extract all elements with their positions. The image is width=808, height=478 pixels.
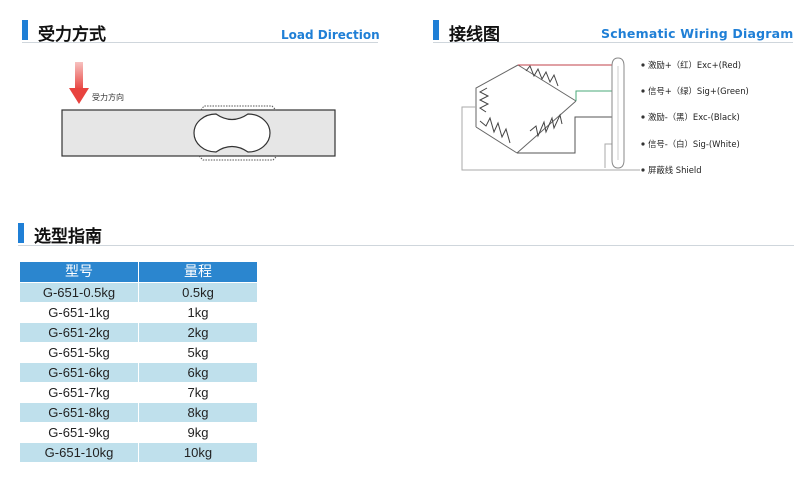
cell-capacity: 7kg [138, 382, 258, 403]
wire-label-sig-minus: 信号-（白）Sig-(White) [648, 139, 740, 149]
cell-model: G-651-10kg [19, 442, 139, 463]
wire-label-exc-plus: 激励+（红）Exc+(Red) [648, 60, 741, 70]
wiring-schematic: 激励+（红）Exc+(Red) 信号+（绿）Sig+(Green) 激励-（黑）… [461, 57, 749, 175]
section-divider [18, 245, 794, 246]
table-row: G-651-8kg 8kg [19, 402, 258, 423]
cell-model: G-651-2kg [19, 322, 139, 343]
cell-model: G-651-9kg [19, 422, 139, 443]
cell-capacity: 8kg [138, 402, 258, 423]
wire-leads [461, 64, 640, 171]
table-row: G-651-6kg 6kg [19, 362, 258, 383]
selection-table: 型号 量程 G-651-0.5kg 0.5kg G-651-1kg 1kg G-… [19, 261, 258, 463]
cell-capacity: 5kg [138, 342, 258, 363]
selection-guide-title: 选型指南 [34, 227, 102, 247]
force-arrow-icon [69, 62, 89, 104]
wheatstone-bridge [475, 64, 577, 154]
table-row: G-651-1kg 1kg [19, 302, 258, 323]
cell-capacity: 9kg [138, 422, 258, 443]
table-row: G-651-9kg 9kg [19, 422, 258, 443]
table-row: G-651-10kg 10kg [19, 442, 258, 463]
cell-capacity: 1kg [138, 302, 258, 323]
wire-terminal-dots [641, 63, 645, 172]
cell-model: G-651-8kg [19, 402, 139, 423]
load-cell-body [61, 105, 336, 161]
cell-capacity: 2kg [138, 322, 258, 343]
section-divider [433, 42, 793, 43]
cell-capacity: 0.5kg [138, 282, 258, 303]
header-capacity: 量程 [138, 261, 258, 283]
section-marker [18, 223, 24, 243]
wire-labels: 激励+（红）Exc+(Red) 信号+（绿）Sig+(Green) 激励-（黑）… [648, 60, 749, 175]
force-direction-label: 受力方向 [92, 92, 124, 102]
table-row: G-651-5kg 5kg [19, 342, 258, 363]
cell-model: G-651-5kg [19, 342, 139, 363]
cell-capacity: 10kg [138, 442, 258, 463]
cell-capacity: 6kg [138, 362, 258, 383]
load-direction-subtitle: Load Direction [281, 28, 380, 42]
table-row: G-651-2kg 2kg [19, 322, 258, 343]
section-marker [22, 20, 28, 40]
section-divider [22, 42, 378, 43]
header-model: 型号 [19, 261, 139, 283]
load-cell-drawing: 受力方向 [61, 62, 336, 161]
cell-model: G-651-7kg [19, 382, 139, 403]
cell-model: G-651-0.5kg [19, 282, 139, 303]
table-row: G-651-7kg 7kg [19, 382, 258, 403]
table-row: G-651-0.5kg 0.5kg [19, 282, 258, 303]
wire-label-exc-minus: 激励-（黑）Exc-(Black) [648, 112, 740, 122]
cell-model: G-651-6kg [19, 362, 139, 383]
cell-model: G-651-1kg [19, 302, 139, 323]
wiring-diagram-title: 接线图 [449, 25, 500, 45]
load-direction-title: 受力方式 [38, 25, 106, 45]
wire-label-sig-plus: 信号+（绿）Sig+(Green) [648, 86, 749, 96]
table-header-row: 型号 量程 [19, 261, 258, 283]
section-marker [433, 20, 439, 40]
wire-label-shield: 屏蔽线 Shield [648, 165, 702, 175]
wiring-diagram-subtitle: Schematic Wiring Diagram [601, 26, 794, 41]
